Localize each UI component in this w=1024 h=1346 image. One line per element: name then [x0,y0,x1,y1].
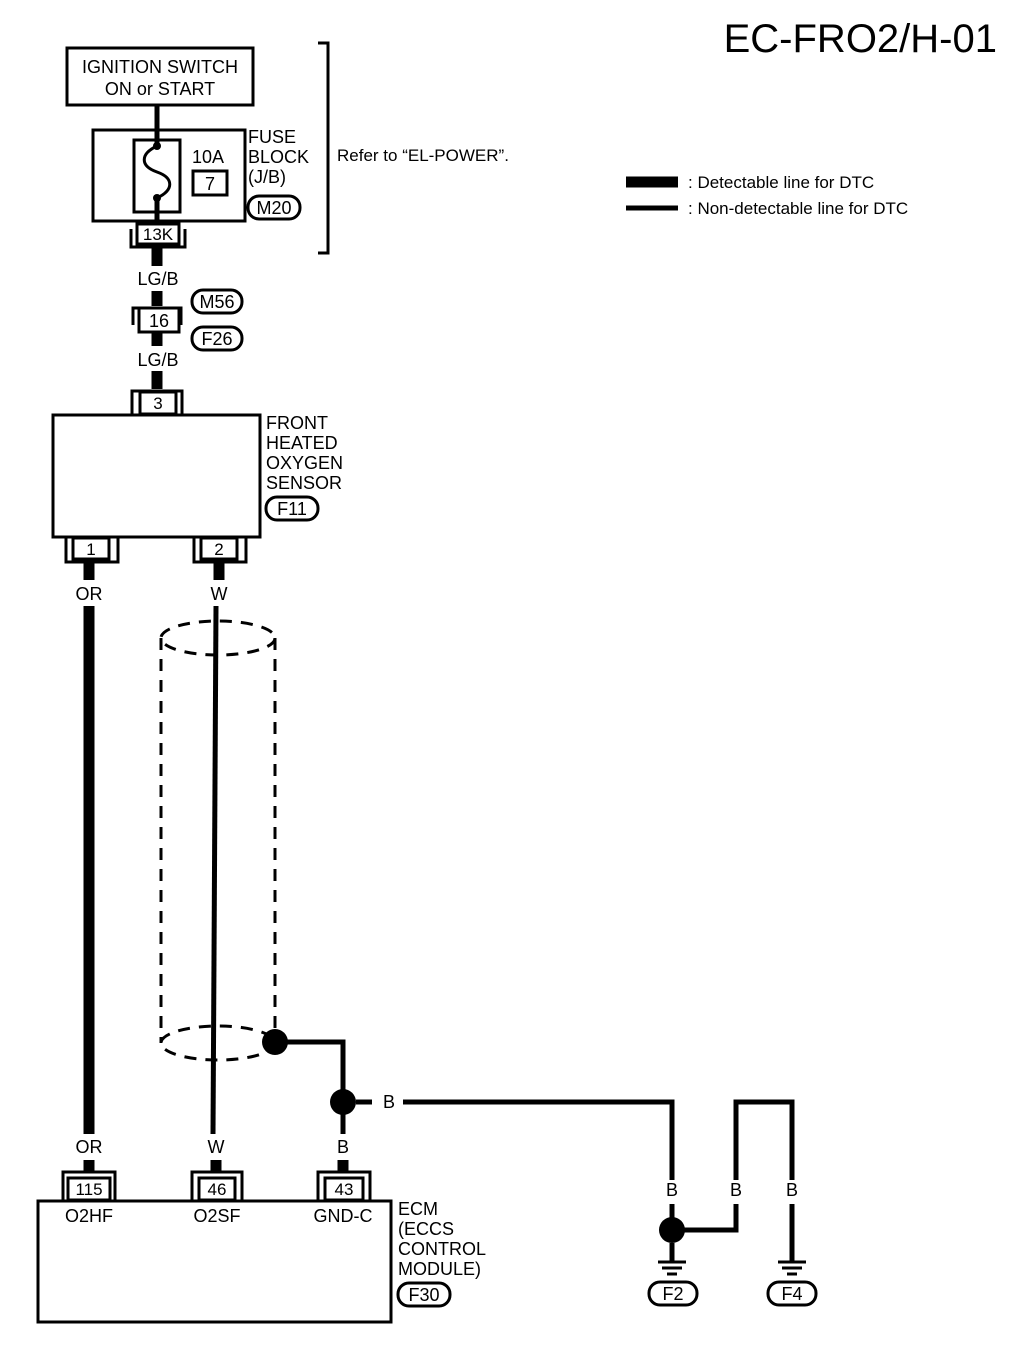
wire-lgb-top: LG/B [137,269,178,289]
ecm-pin-o2sf: O2SF [193,1206,240,1226]
power-bracket [318,41,330,255]
ecm-terminal-115: 115 [61,1170,117,1202]
sensor-label-3: OXYGEN [266,453,343,473]
fuse-block-label-1: FUSE [248,127,296,147]
ecm-module: O2HF O2SF GND-C ECM (ECCS CONTROL MODULE… [36,1199,486,1324]
sensor-terminal-3: 3 [130,389,184,416]
ground-f2-label: F2 [662,1284,683,1304]
svg-text:43: 43 [335,1180,354,1199]
fuse-amp: 10A [192,147,224,167]
fuse-block-label-3: (J/B) [248,167,286,187]
refer-note: Refer to “EL-POWER”. [337,146,509,165]
ecm-label-2: (ECCS [398,1219,454,1239]
wire-lgb-bottom: LG/B [137,350,178,370]
wire-b-right: B [383,1092,395,1112]
oxygen-sensor: FRONT HEATED OXYGEN SENSOR F11 [51,413,343,539]
joint-conn-bottom: F26 [201,329,232,349]
joint-conn-top: M56 [199,292,234,312]
ecm-pin-o2hf: O2HF [65,1206,113,1226]
ecm-connector: F30 [408,1285,439,1305]
ground-f4-label: F4 [781,1284,802,1304]
sensor-label-1: FRONT [266,413,328,433]
fuse-block-connector: M20 [256,198,291,218]
sensor-connector: F11 [277,499,307,519]
wire-or-top: OR [76,584,103,604]
terminal-13k: 13K [129,222,187,249]
wire-w-bottom: W [208,1137,225,1157]
svg-text:16: 16 [149,311,169,331]
wire-b-f2: B [666,1180,678,1200]
wire-or-bottom: OR [76,1137,103,1157]
ecm-terminal-46: 46 [190,1170,244,1202]
joint-connector: 16 M56 F26 [131,288,244,352]
ignition-switch: IGNITION SWITCH ON or START [65,46,255,107]
ecm-label-3: CONTROL [398,1239,486,1259]
svg-text:13K: 13K [143,225,174,244]
ignition-line1: IGNITION SWITCH [82,57,238,77]
ground-icon-f4 [778,1260,806,1276]
ground-f2-splice [659,1217,685,1243]
wire-b-ecm: B [337,1137,349,1157]
svg-text:2: 2 [214,540,223,559]
svg-text:46: 46 [208,1180,227,1199]
fuse-block-label-2: BLOCK [248,147,309,167]
ignition-line2: ON or START [105,79,215,99]
sensor-terminal-1: 1 [64,536,120,564]
ecm-label-1: ECM [398,1199,438,1219]
legend-detectable-text: : Detectable line for DTC [688,173,874,192]
diagram-title: EC-FRO2/H-01 [724,17,997,61]
fuse-number: 7 [205,174,215,194]
svg-text:3: 3 [153,394,162,413]
ecm-terminal-43: 43 [316,1170,372,1202]
fuse-icon [142,144,172,200]
ground-icon-f2 [658,1260,686,1276]
ecm-pin-gndc: GND-C [314,1206,373,1226]
wire-b-f4b: B [786,1180,798,1200]
legend: : Detectable line for DTC : Non-detectab… [626,173,908,218]
wire-w-top: W [211,584,228,604]
wire-b-f4a: B [730,1180,742,1200]
fuse-block: 10A 7 FUSE BLOCK (J/B) M20 [91,127,309,223]
legend-non-detectable-text: : Non-detectable line for DTC [688,199,908,218]
sensor-terminal-2: 2 [192,536,248,564]
sensor-label-2: HEATED [266,433,338,453]
sensor-label-4: SENSOR [266,473,342,493]
ecm-label-4: MODULE) [398,1259,481,1279]
svg-text:1: 1 [86,540,95,559]
svg-text:115: 115 [75,1180,102,1199]
